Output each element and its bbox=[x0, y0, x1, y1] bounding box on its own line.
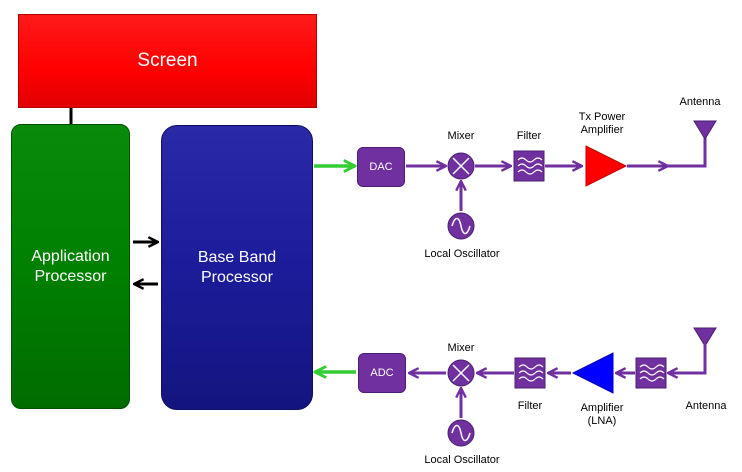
application-processor-label-line1: Application bbox=[31, 247, 110, 265]
tx-antenna-label: Antenna bbox=[679, 96, 721, 108]
tx-antenna-icon bbox=[693, 120, 717, 140]
tx-filter-icon bbox=[513, 150, 545, 182]
tx-amplifier-label: Tx Power Amplifier bbox=[566, 111, 638, 137]
rx-antenna-feed bbox=[668, 344, 707, 373]
rx-mixer-label: Mixer bbox=[447, 342, 475, 354]
baseband-processor-label-line2: Processor bbox=[200, 268, 274, 286]
application-processor-label-line2: Processor bbox=[34, 267, 107, 285]
tx-filter-label: Filter bbox=[516, 130, 542, 142]
dac-block: DAC bbox=[357, 147, 405, 187]
adc-block: ADC bbox=[358, 353, 406, 393]
rx-antenna-icon bbox=[693, 327, 717, 347]
baseband-processor-label-line1: Base Band bbox=[197, 248, 277, 266]
rx-amplifier-label-line1: Amplifier bbox=[580, 402, 624, 414]
rx-input-filter-icon bbox=[635, 357, 667, 389]
tx-amplifier-label-line1: Tx Power bbox=[578, 111, 626, 123]
adc-label: ADC bbox=[370, 367, 394, 379]
rx-oscillator-label: Local Oscillator bbox=[424, 454, 500, 466]
tx-amplifier-label-line2: Amplifier bbox=[580, 124, 624, 136]
rx-filter-icon bbox=[514, 357, 546, 389]
rx-amplifier-label: Amplifier (LNA) bbox=[566, 402, 638, 428]
baseband-processor-block: Base Band Processor bbox=[161, 125, 313, 410]
rx-lna-icon bbox=[571, 352, 614, 394]
screen-block: Screen bbox=[18, 14, 317, 108]
tx-power-amplifier-icon bbox=[585, 145, 628, 187]
rx-filter-label: Filter bbox=[517, 400, 543, 412]
application-processor-block: Application Processor bbox=[11, 124, 130, 409]
dac-label: DAC bbox=[369, 161, 393, 173]
tx-antenna-feed bbox=[668, 137, 707, 168]
screen-label: Screen bbox=[137, 50, 198, 71]
rx-amplifier-label-line2: (LNA) bbox=[587, 415, 617, 427]
tx-oscillator-label: Local Oscillator bbox=[424, 248, 500, 260]
rx-antenna-label: Antenna bbox=[685, 400, 727, 412]
tx-mixer-label: Mixer bbox=[447, 130, 475, 142]
